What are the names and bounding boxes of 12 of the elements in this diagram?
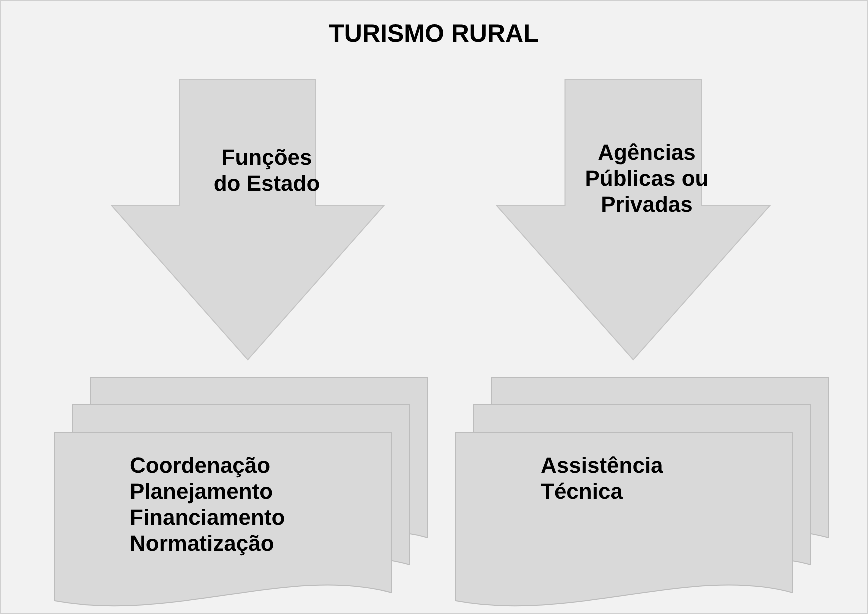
node-text: Normatização bbox=[130, 531, 276, 557]
node-text: Assistência Técnica bbox=[541, 453, 664, 505]
node-text: Financiamento bbox=[130, 505, 286, 531]
node-text: Coordenação bbox=[130, 453, 272, 479]
arrow-shape bbox=[497, 80, 770, 360]
arrow-shape bbox=[112, 80, 384, 360]
document-stack bbox=[456, 378, 829, 608]
node-text: Planejamento bbox=[130, 479, 274, 505]
node-text: Agências Públicas ou Privadas bbox=[584, 140, 710, 218]
document-stack bbox=[55, 378, 428, 608]
node-text: Funções do Estado bbox=[212, 145, 322, 197]
title: TURISMO RURAL bbox=[328, 20, 540, 49]
